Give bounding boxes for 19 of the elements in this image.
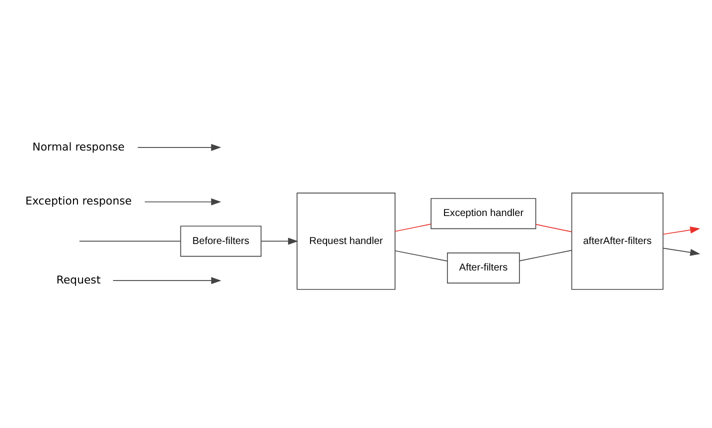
node-box: afterAfter-filters	[571, 192, 664, 290]
connector	[519, 250, 572, 262]
arrow	[112, 277, 222, 284]
connector	[535, 224, 572, 232]
node-text: Exception response	[25, 194, 132, 208]
connector	[394, 250, 448, 262]
node-box: Request handler	[296, 192, 396, 290]
arrow	[662, 248, 700, 256]
connector	[79, 240, 181, 242]
node-box: Exception handler	[430, 198, 536, 230]
node-text: Normal response	[32, 140, 125, 154]
node-text: Request	[56, 273, 101, 286]
arrow	[137, 144, 222, 151]
arrow	[662, 226, 700, 235]
arrow	[260, 238, 298, 245]
node-box: Before-filters	[180, 226, 262, 257]
connector	[394, 224, 432, 232]
node-box: After-filters	[446, 252, 520, 284]
arrow	[144, 198, 222, 206]
